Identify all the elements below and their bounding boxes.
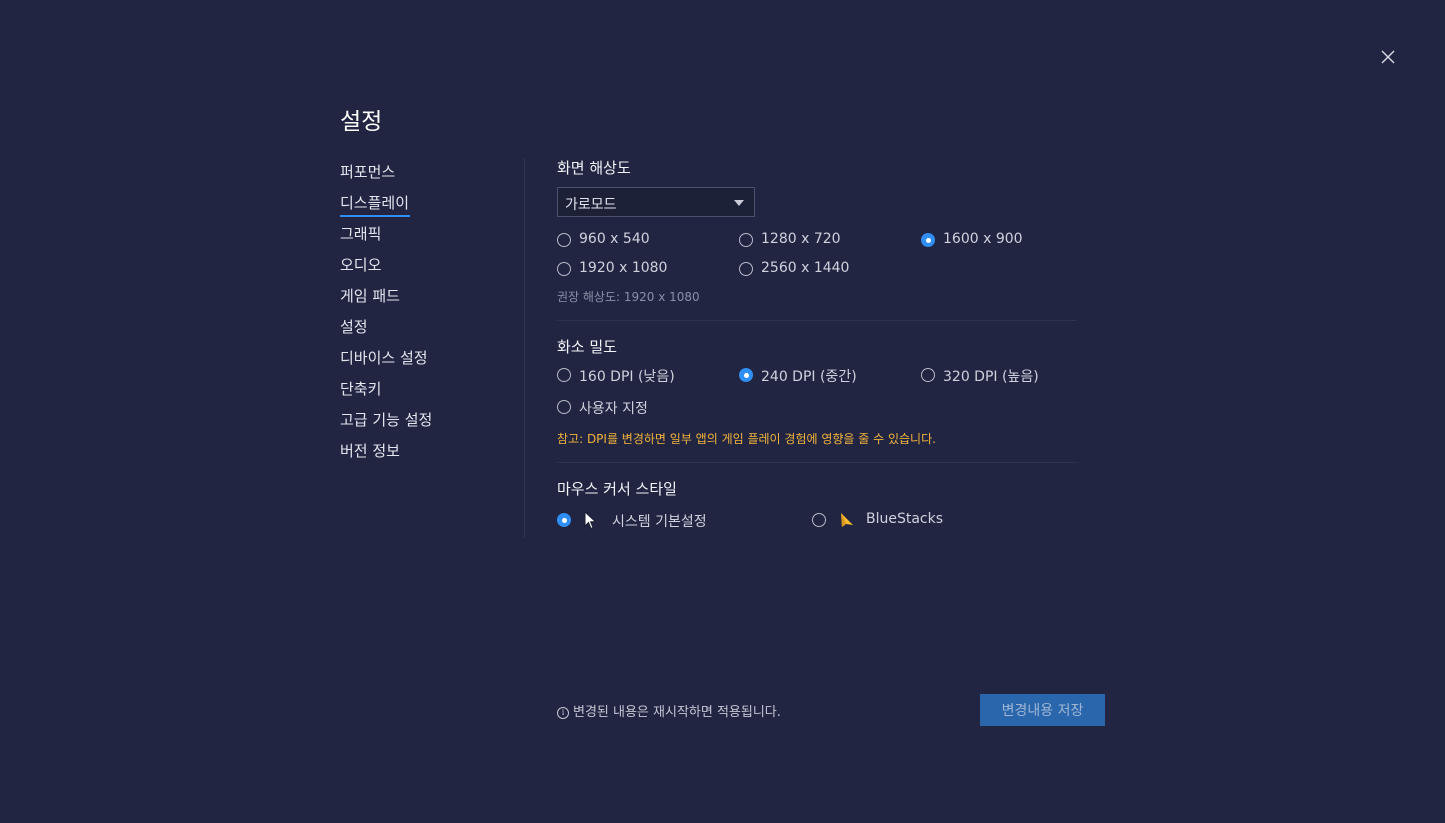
save-changes-button[interactable]: 변경내용 저장 [980, 694, 1105, 726]
sidebar-item-settings[interactable]: 설정 [340, 315, 520, 346]
section-divider [557, 320, 1077, 321]
radio-label: 1920 x 1080 [579, 260, 668, 276]
radio-label: 사용자 지정 [579, 401, 648, 417]
dpi-warning-note: 참고: DPI를 변경하면 일부 앱의 게임 플레이 경험에 영향을 줄 수 있… [557, 432, 936, 446]
sidebar-item-label: 그래픽 [340, 225, 382, 243]
sidebar-item-label: 버전 정보 [340, 442, 400, 460]
radio-label: BlueStacks [866, 511, 944, 527]
radio-selected-icon [739, 368, 753, 382]
sidebar-item-display[interactable]: 디스플레이 [340, 191, 520, 222]
radio-label: 1280 x 720 [761, 231, 841, 247]
sidebar-item-audio[interactable]: 오디오 [340, 253, 520, 284]
chevron-down-icon [734, 200, 744, 206]
radio-label: 960 x 540 [579, 231, 650, 247]
cursor-title: 마우스 커서 스타일 [557, 480, 677, 498]
sidebar-item-label: 오디오 [340, 256, 382, 274]
close-icon [1381, 50, 1395, 64]
sidebar-item-device[interactable]: 디바이스 설정 [340, 346, 520, 377]
sidebar-item-performance[interactable]: 퍼포먼스 [340, 160, 520, 191]
sidebar-item-graphics[interactable]: 그래픽 [340, 222, 520, 253]
recommended-resolution: 권장 해상도: 1920 x 1080 [557, 290, 700, 304]
dpi-title: 화소 밀도 [557, 338, 617, 356]
sidebar-item-label: 디바이스 설정 [340, 349, 428, 367]
sidebar-item-advanced[interactable]: 고급 기능 설정 [340, 408, 520, 439]
radio-icon [921, 368, 935, 382]
orientation-select[interactable]: 가로모드 [557, 187, 755, 217]
resolution-title: 화면 해상도 [557, 159, 631, 177]
radio-selected-icon [921, 233, 935, 247]
close-button[interactable] [1377, 46, 1399, 68]
cursor-option-system[interactable]: 시스템 기본설정 [557, 511, 757, 531]
radio-icon [557, 262, 571, 276]
sidebar-item-label: 단축키 [340, 380, 382, 398]
radio-icon [812, 513, 826, 527]
radio-label: 160 DPI (낮음) [579, 369, 675, 385]
sidebar-item-gamepad[interactable]: 게임 패드 [340, 284, 520, 315]
sidebar: 퍼포먼스 디스플레이 그래픽 오디오 게임 패드 설정 디바이스 설정 단축키 … [340, 160, 520, 470]
radio-icon [557, 233, 571, 247]
page-title: 설정 [340, 109, 383, 135]
info-icon: i [557, 707, 569, 719]
radio-label: 320 DPI (높음) [943, 369, 1039, 385]
sidebar-item-label: 설정 [340, 318, 368, 336]
sidebar-item-label: 고급 기능 설정 [340, 411, 433, 429]
radio-icon [557, 400, 571, 414]
cursor-option-bluestacks[interactable]: BlueStacks [812, 511, 972, 531]
radio-icon [557, 368, 571, 382]
sidebar-item-label: 디스플레이 [340, 191, 411, 217]
section-divider [557, 462, 1077, 463]
sidebar-divider [524, 158, 525, 538]
orientation-value: 가로모드 [565, 197, 617, 213]
sidebar-item-version[interactable]: 버전 정보 [340, 439, 520, 470]
sidebar-item-shortcuts[interactable]: 단축키 [340, 377, 520, 408]
radio-label: 시스템 기본설정 [612, 514, 707, 530]
arrow-cursor-icon [584, 511, 597, 530]
radio-label: 1600 x 900 [943, 231, 1023, 247]
radio-label: 2560 x 1440 [761, 260, 850, 276]
restart-note: i 변경된 내용은 재시작하면 적용됩니다. [557, 701, 781, 720]
radio-selected-icon [557, 513, 571, 527]
bluestacks-cursor-icon [841, 513, 853, 527]
restart-note-text: 변경된 내용은 재시작하면 적용됩니다. [573, 705, 781, 720]
radio-icon [739, 233, 753, 247]
sidebar-item-label: 퍼포먼스 [340, 163, 396, 181]
sidebar-item-label: 게임 패드 [340, 287, 400, 305]
radio-label: 240 DPI (중간) [761, 369, 857, 385]
radio-icon [739, 262, 753, 276]
